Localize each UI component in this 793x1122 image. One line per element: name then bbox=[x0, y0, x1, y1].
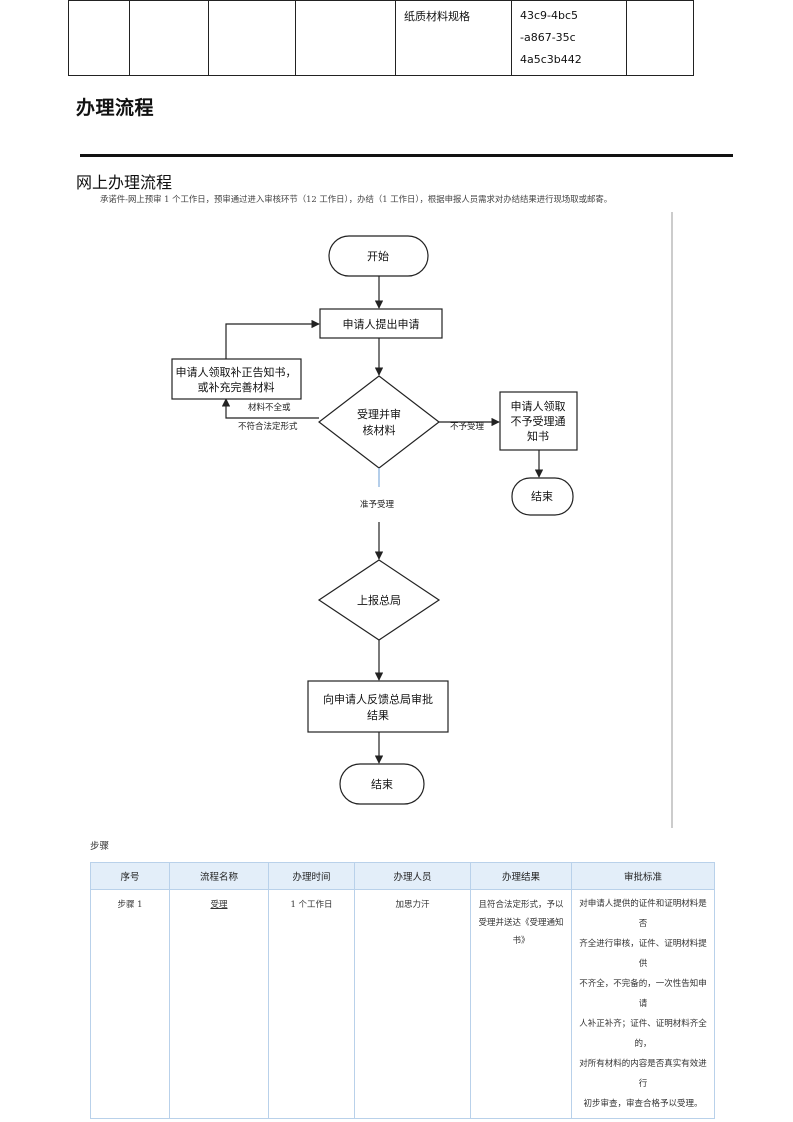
step-standard-line: 对所有材料的内容是否真实有效进行 bbox=[579, 1059, 707, 1089]
table-cell-empty bbox=[68, 0, 130, 76]
flow-node-feedback-label: 结果 bbox=[367, 709, 389, 722]
flow-node-review-label: 核材料 bbox=[363, 423, 396, 437]
flow-edge-label-incomplete: 材料不全或 bbox=[248, 402, 291, 413]
table-header-row: 序号 流程名称 办理时间 办理人员 办理结果 审批标准 bbox=[90, 862, 715, 890]
flow-node-start-label: 开始 bbox=[367, 249, 389, 263]
flow-node-supplement: 申请人领取补正告知书， 或补充完善材料 bbox=[171, 358, 302, 400]
flow-node-end-reject: 结束 bbox=[511, 477, 574, 516]
process-flowchart: 开始 申请人提出申请 受理并审 核材料 材料不全或 不符合法定形式 申请人领取补… bbox=[160, 210, 680, 830]
flow-edge-label-incomplete: 不符合法定形式 bbox=[238, 421, 298, 432]
table-cell-empty bbox=[129, 0, 209, 76]
flow-node-report: 上报总局 bbox=[317, 559, 441, 641]
flow-node-report-label: 上报总局 bbox=[357, 593, 401, 607]
material-id-cell: 43c9-4bc5 -a867-35c 4a5c3b442 bbox=[511, 0, 627, 76]
column-header: 序号 bbox=[90, 862, 170, 890]
flow-edge bbox=[221, 398, 319, 419]
steps-table: 序号 流程名称 办理时间 办理人员 办理结果 审批标准 步骤 1 受理 1 个工… bbox=[90, 862, 715, 1119]
flow-edge bbox=[225, 319, 320, 359]
online-process-title: 网上办理流程 bbox=[76, 173, 173, 192]
flow-edge-label-accept: 准予受理 bbox=[360, 499, 395, 510]
step-result-line: 受理并送达《受理通知 bbox=[478, 918, 564, 928]
step-standard-line: 初步审查，审查合格予以受理。 bbox=[583, 1099, 703, 1109]
step-standard-line: 人补正补齐；证件、证明材料齐全的， bbox=[579, 1019, 707, 1049]
step-seq-cell: 步骤 1 bbox=[90, 889, 170, 1119]
flow-node-end: 结束 bbox=[339, 763, 425, 805]
column-header: 流程名称 bbox=[169, 862, 269, 890]
flow-node-start: 开始 bbox=[328, 235, 429, 277]
step-result-cell: 且符合法定形式，予以 受理并送达《受理通知 书》 bbox=[470, 889, 572, 1119]
step-time-cell: 1 个工作日 bbox=[268, 889, 355, 1119]
flow-node-end-reject-label: 结束 bbox=[531, 490, 553, 503]
column-header: 办理时间 bbox=[268, 862, 355, 890]
material-spec-cell: 纸质材料规格 bbox=[395, 0, 512, 76]
step-standard-line: 齐全进行审核，证件、证明材料提供 bbox=[579, 939, 707, 969]
flow-node-apply-label: 申请人提出申请 bbox=[343, 317, 420, 331]
column-header: 办理结果 bbox=[470, 862, 572, 890]
section-title: 办理流程 bbox=[76, 97, 155, 119]
flowchart-svg: 开始 申请人提出申请 受理并审 核材料 材料不全或 不符合法定形式 申请人领取补… bbox=[171, 212, 673, 828]
online-process-intro: 承诺件-网上预审 1 个工作日，预审通过进入审核环节（12 工作日），办结（1 … bbox=[100, 194, 613, 204]
material-id-line: -a867-35c bbox=[520, 31, 576, 44]
column-header: 办理人员 bbox=[354, 862, 471, 890]
flow-node-review-label: 受理并审 bbox=[357, 407, 401, 421]
step-result-line: 书》 bbox=[512, 936, 530, 946]
step-standard-cell: 对申请人提供的证件和证明材料是否 齐全进行审核，证件、证明材料提供 不齐全，不完… bbox=[571, 889, 715, 1119]
flow-node-review: 受理并审 核材料 bbox=[318, 375, 440, 469]
table-cell-empty bbox=[295, 0, 396, 76]
table-row: 纸质材料规格 43c9-4bc5 -a867-35c 4a5c3b442 bbox=[68, 0, 694, 76]
top-table-fragment: 纸质材料规格 43c9-4bc5 -a867-35c 4a5c3b442 bbox=[68, 0, 694, 76]
step-standard-line: 对申请人提供的证件和证明材料是否 bbox=[579, 899, 707, 929]
step-standard-line: 不齐全，不完备的，一次性告知申请 bbox=[579, 979, 707, 1009]
step-name-cell: 受理 bbox=[169, 889, 269, 1119]
table-cell-empty bbox=[626, 0, 694, 76]
flow-node-supplement-label: 申请人领取补正告知书， bbox=[176, 365, 297, 379]
flow-node-reject-notice: 申请人领取 不予受理通 知书 bbox=[499, 391, 578, 451]
material-spec-text: 纸质材料规格 bbox=[404, 10, 470, 23]
table-cell-empty bbox=[208, 0, 296, 76]
flow-edge-label-reject: 不予受理 bbox=[450, 421, 485, 432]
flow-node-feedback: 向申请人反馈总局审批 结果 bbox=[307, 680, 449, 733]
table-row: 步骤 1 受理 1 个工作日 加思力汗 且符合法定形式，予以 受理并送达《受理通… bbox=[90, 889, 715, 1119]
section-divider bbox=[80, 154, 733, 157]
flow-node-apply: 申请人提出申请 bbox=[319, 308, 443, 339]
step-result-line: 且符合法定形式，予以 bbox=[478, 900, 564, 910]
column-header: 审批标准 bbox=[571, 862, 715, 890]
step-name-link[interactable]: 受理 bbox=[210, 900, 228, 910]
steps-label: 步骤 bbox=[90, 841, 110, 852]
flow-node-end-label: 结束 bbox=[371, 778, 393, 791]
flow-node-reject-notice-label: 知书 bbox=[527, 429, 549, 443]
flow-node-feedback-label: 向申请人反馈总局审批 bbox=[323, 692, 433, 706]
material-id-line: 43c9-4bc5 bbox=[520, 9, 579, 22]
flow-node-reject-notice-label: 不予受理通 bbox=[511, 415, 566, 428]
flow-node-reject-notice-label: 申请人领取 bbox=[511, 400, 566, 413]
step-person-cell: 加思力汗 bbox=[354, 889, 471, 1119]
flow-node-supplement-label: 或补充完善材料 bbox=[198, 380, 275, 394]
material-id-line: 4a5c3b442 bbox=[520, 53, 582, 66]
